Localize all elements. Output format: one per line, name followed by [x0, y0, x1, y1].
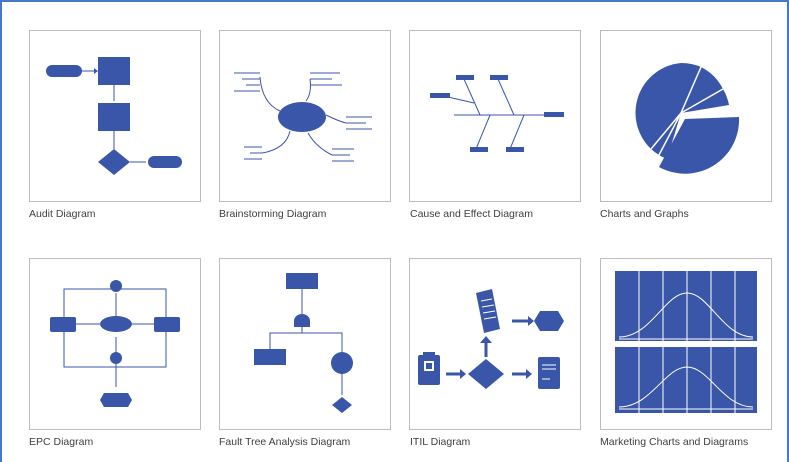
- itil-diagram-icon: [418, 289, 564, 389]
- template-label[interactable]: Audit Diagram: [29, 208, 96, 220]
- template-label[interactable]: Charts and Graphs: [600, 208, 689, 220]
- template-cause-and-effect-diagram[interactable]: [409, 30, 581, 202]
- marketing-charts-icon: [615, 271, 757, 413]
- template-label[interactable]: ITIL Diagram: [410, 436, 471, 448]
- cause-and-effect-diagram-icon: [430, 75, 564, 152]
- template-epc-diagram[interactable]: [29, 258, 201, 430]
- fault-tree-analysis-diagram-icon: [254, 273, 353, 413]
- template-charts-and-graphs[interactable]: [600, 30, 772, 202]
- template-label[interactable]: EPC Diagram: [29, 436, 94, 448]
- epc-diagram-icon: [50, 280, 180, 407]
- template-label[interactable]: Fault Tree Analysis Diagram: [219, 436, 351, 448]
- template-marketing-charts-and-diagrams[interactable]: [600, 258, 772, 430]
- template-label[interactable]: Brainstorming Diagram: [219, 208, 327, 220]
- template-fault-tree-analysis-diagram[interactable]: [219, 258, 391, 430]
- template-label[interactable]: Cause and Effect Diagram: [410, 208, 533, 220]
- audit-diagram-icon: [46, 57, 182, 175]
- template-label[interactable]: Marketing Charts and Diagrams: [600, 436, 749, 448]
- template-brainstorming-diagram[interactable]: [219, 30, 391, 202]
- template-audit-diagram[interactable]: [29, 30, 201, 202]
- template-itil-diagram[interactable]: [409, 258, 581, 430]
- charts-and-graphs-icon: [635, 62, 740, 174]
- brainstorming-diagram-icon: [234, 72, 372, 162]
